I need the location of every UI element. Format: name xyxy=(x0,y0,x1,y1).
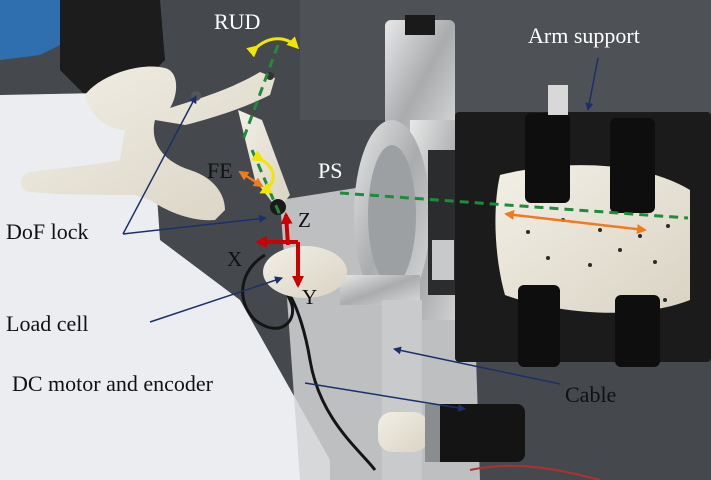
load-cell-leader xyxy=(149,276,283,323)
dc-motor-label: DC motor and encoder xyxy=(12,371,213,396)
upper-strap-1 xyxy=(525,113,570,203)
cable-label: Cable xyxy=(565,382,617,407)
load-cell-label: Load cell xyxy=(6,311,89,336)
blue-object xyxy=(0,0,75,60)
rud-label: RUD xyxy=(214,9,261,34)
fe-label: FE xyxy=(207,158,233,183)
ps-range-arrow xyxy=(504,209,647,235)
dof-lock-leader-2 xyxy=(122,214,267,235)
rud-axis-line xyxy=(241,44,280,141)
z-axis-label: Z xyxy=(298,208,311,232)
lower-strap-2 xyxy=(615,295,660,367)
motor-coupling xyxy=(378,412,428,452)
lower-strap-1 xyxy=(518,285,560,367)
dc-motor xyxy=(425,404,525,462)
arm-support-label: Arm support xyxy=(528,23,640,48)
dof-lock-label: DoF lock xyxy=(6,219,89,244)
fe-range-arrow xyxy=(238,170,264,188)
upper-bracket xyxy=(385,20,455,150)
rud-rotation-arrow xyxy=(246,36,300,58)
upper-strap-2 xyxy=(610,118,655,213)
z-axis-arrow xyxy=(280,212,293,246)
cable-guide xyxy=(382,300,422,480)
arm-support-leader xyxy=(585,57,599,111)
x-axis-label: X xyxy=(227,247,243,271)
y-axis-label: Y xyxy=(302,285,318,309)
dof-lock-leader-1 xyxy=(122,95,197,235)
load-cell-housing xyxy=(263,246,347,298)
cable-leader xyxy=(393,346,561,385)
sensor-cable xyxy=(241,253,377,471)
handle-linkage xyxy=(21,66,275,221)
fe-rotation-arrow xyxy=(251,150,275,194)
ps-label: PS xyxy=(318,158,343,183)
motor-leader xyxy=(304,382,466,412)
